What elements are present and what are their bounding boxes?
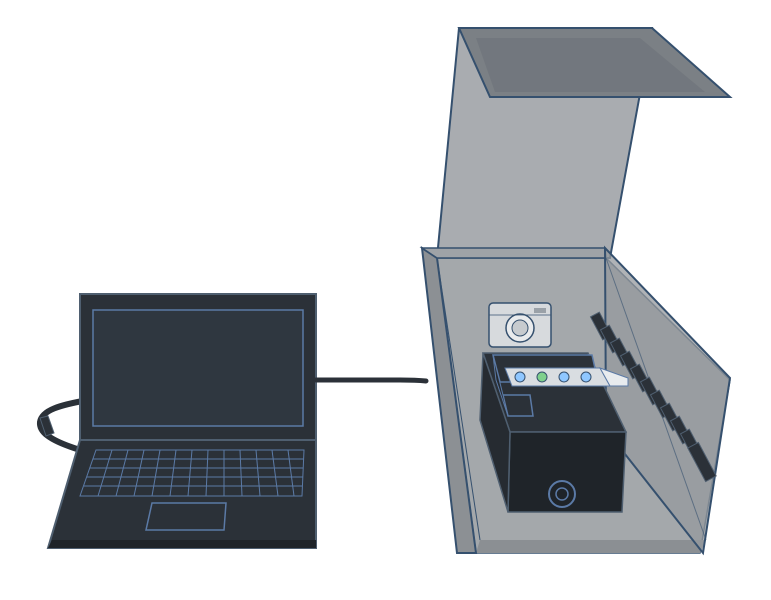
enclosure-floor [476,540,706,553]
sample-holder [589,311,717,483]
usb-cable [313,377,429,384]
laptop [37,293,317,549]
laptop-keyboard [79,449,305,497]
camera [488,302,552,348]
laptop-touchpad [145,502,227,531]
control-knob-icon [548,480,576,508]
led-green-icon [536,371,548,383]
led-blue-icon [580,371,592,383]
led-blue-icon [514,371,526,383]
light-bar [492,354,629,417]
laptop-base [46,439,317,549]
laptop-side-cable [37,397,89,455]
led-blue-icon [558,371,570,383]
laptop-screen [92,309,304,427]
enclosure-right-wall [603,245,732,556]
